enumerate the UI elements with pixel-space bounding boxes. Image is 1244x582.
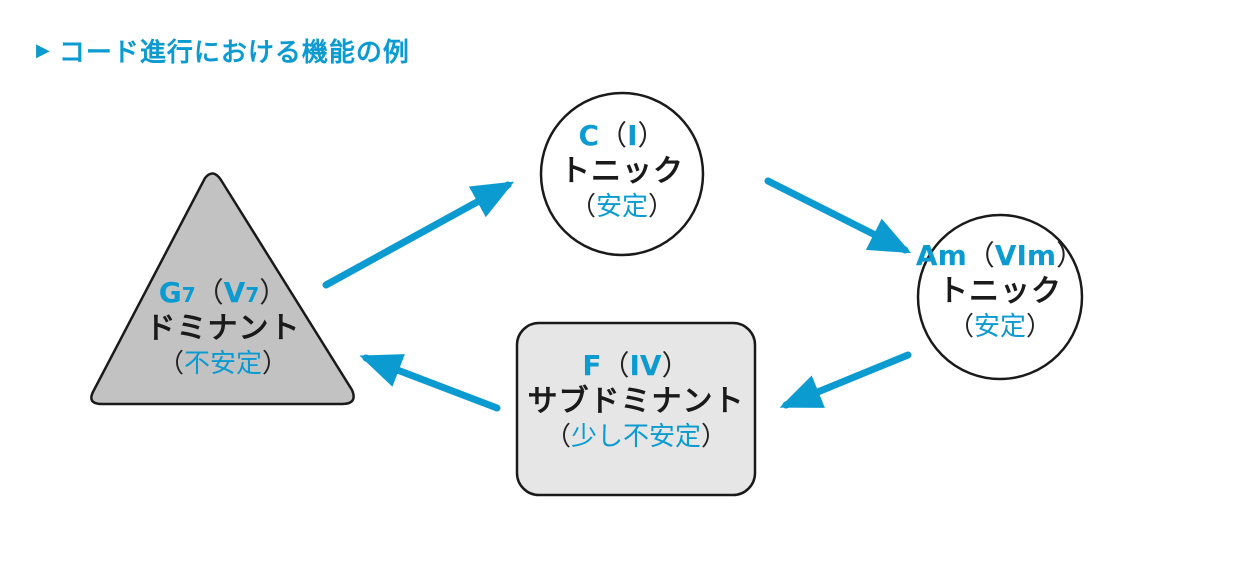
roman-degree: I [627, 119, 638, 152]
arrow-am-to-f [779, 351, 912, 409]
chord-symbol: Am [915, 239, 967, 272]
chord-name: C（I） [542, 118, 702, 153]
triangle-marker-icon: ▶ [36, 40, 51, 61]
paren-open: （ [544, 421, 571, 452]
paren-close: ） [1056, 239, 1085, 272]
chord-extension: 7 [181, 283, 196, 307]
function-name: サブドミナント [527, 384, 745, 419]
stability-text: 安定 [973, 311, 1026, 342]
paren-open: （ [599, 119, 628, 152]
degree-extension: 7 [245, 283, 260, 307]
paren-open: （ [569, 191, 596, 222]
chord-symbol: G [158, 276, 182, 309]
paren-open: （ [947, 311, 974, 342]
paren-close: ） [637, 119, 666, 152]
chord-symbol: C [578, 119, 600, 152]
paren-open: （ [601, 349, 630, 382]
arrow-c-to-am [764, 177, 912, 254]
paren-close: ） [1026, 311, 1053, 342]
stability-text: 安定 [595, 191, 648, 222]
paren-close: ） [262, 348, 289, 379]
tonic-c-label: C（I） トニック （安定） [542, 118, 702, 223]
function-name: トニック [560, 154, 684, 189]
stability-label: （安定） [542, 191, 702, 224]
roman-degree: VIm [994, 239, 1057, 272]
chord-name: Am（VIm） [915, 238, 1085, 273]
paren-close: ） [701, 421, 728, 452]
subdominant-f-box [515, 321, 757, 497]
roman-degree: V [223, 276, 246, 309]
diagram-title: ▶ コード進行における機能の例 [36, 32, 410, 69]
arrow-f-to-g7 [359, 354, 501, 412]
paren-close: ） [661, 349, 690, 382]
tonic-am-circle [916, 213, 1084, 381]
chord-name: G7（V7） [123, 275, 323, 310]
paren-close: ） [648, 191, 675, 222]
tonic-am-label: Am（VIm） トニック （安定） [915, 238, 1085, 343]
function-name: トニック [938, 274, 1062, 309]
roman-degree: IV [629, 349, 662, 382]
subdominant-f-label: F（IV） サブドミナント （少し不安定） [517, 348, 755, 453]
arrow-g7-to-c [322, 181, 515, 289]
stability-label: （少し不安定） [517, 421, 755, 454]
paren-open: （ [157, 348, 184, 379]
chord-name: F（IV） [517, 348, 755, 383]
dominant-g7-triangle [90, 172, 355, 406]
stability-text: 少し不安定 [570, 421, 701, 452]
stability-label: （安定） [915, 311, 1085, 344]
paren-open: （ [966, 239, 995, 272]
paren-close: ） [259, 276, 288, 309]
paren-open: （ [195, 276, 224, 309]
dominant-g7-label: G7（V7） ドミナント （不安定） [123, 275, 323, 380]
stability-label: （不安定） [123, 348, 323, 381]
function-name: ドミナント [145, 311, 301, 346]
stability-text: 不安定 [183, 348, 262, 379]
title-text: コード進行における機能の例 [58, 38, 410, 68]
chord-symbol: F [582, 349, 602, 382]
tonic-c-circle [539, 91, 705, 257]
